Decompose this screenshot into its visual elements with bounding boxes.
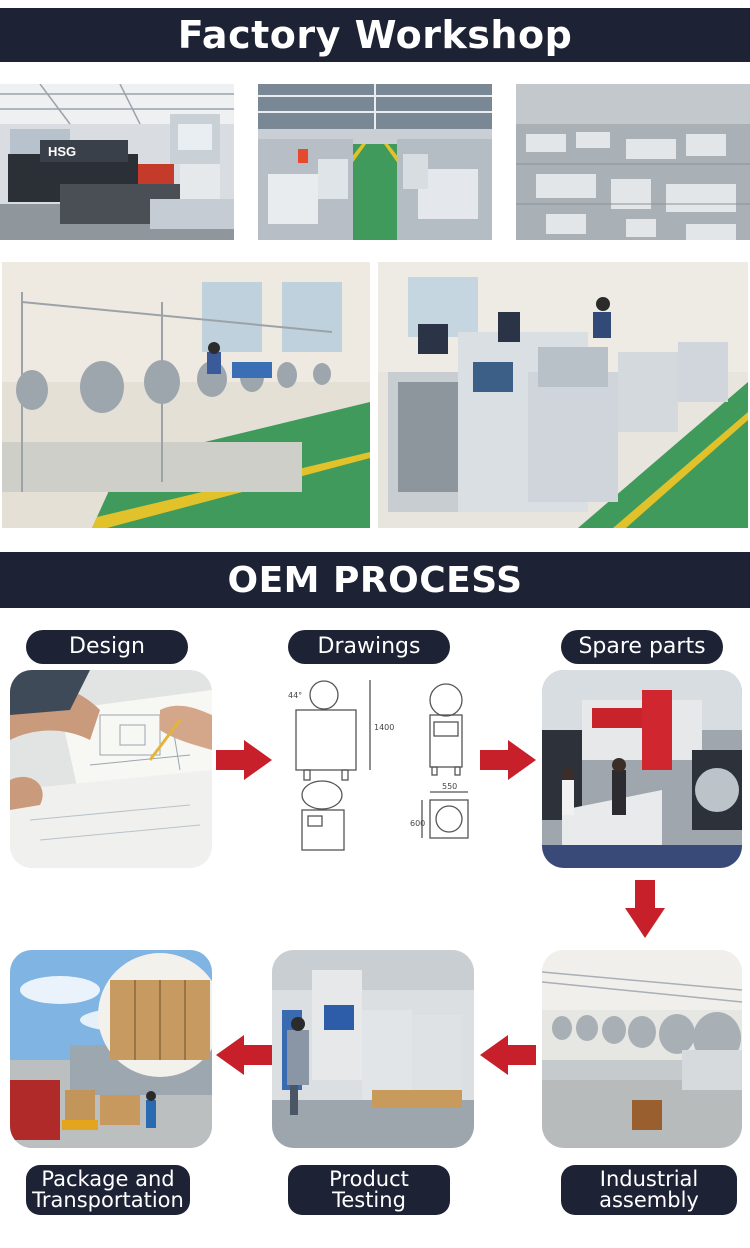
arrow-left-icon	[216, 1035, 272, 1075]
step-label-product-testing: Product Testing	[288, 1165, 450, 1215]
step-label-line: Product	[329, 1167, 409, 1191]
drawing-width-dim: 550	[442, 782, 457, 791]
arrow-right-icon	[480, 740, 536, 780]
step-label-spare-parts: Spare parts	[561, 630, 723, 664]
workshop-photo-aisle	[258, 84, 492, 240]
step-label-line: Industrial	[599, 1167, 699, 1191]
step-label-package-transportation: Package and Transportation	[26, 1165, 190, 1215]
industrial-assembly-photo	[542, 950, 742, 1148]
step-label-line: Package and	[41, 1167, 175, 1191]
step-label-design: Design	[26, 630, 188, 664]
package-transportation-photo	[10, 950, 212, 1148]
design-photo	[10, 670, 212, 868]
factory-workshop-heading: Factory Workshop	[0, 8, 750, 62]
step-label-industrial-assembly: Industrial assembly	[561, 1165, 737, 1215]
step-label-line: Transportation	[32, 1188, 184, 1212]
drawings-technical-sketches: 44° 1400 550 600	[284, 670, 480, 870]
arrow-right-icon	[216, 740, 272, 780]
workshop-photo-laser-cutter: HSG	[0, 84, 234, 240]
workshop-photo-overview	[516, 84, 750, 240]
arrow-down-icon	[625, 880, 665, 938]
machine-brand-label: HSG	[48, 144, 76, 159]
drawing-depth-dim: 600	[410, 819, 425, 828]
product-testing-photo	[272, 950, 474, 1148]
workshop-photo-assembly-line	[2, 262, 370, 528]
arrow-left-icon	[480, 1035, 536, 1075]
step-label-line: Testing	[332, 1188, 406, 1212]
workshop-photo-machine-internals	[378, 262, 748, 528]
drawing-height-dim: 1400	[374, 723, 394, 732]
step-label-drawings: Drawings	[288, 630, 450, 664]
drawing-angle-dim: 44°	[288, 691, 302, 700]
oem-process-heading: OEM PROCESS	[0, 552, 750, 608]
step-label-line: assembly	[599, 1188, 699, 1212]
spare-parts-photo	[542, 670, 742, 868]
